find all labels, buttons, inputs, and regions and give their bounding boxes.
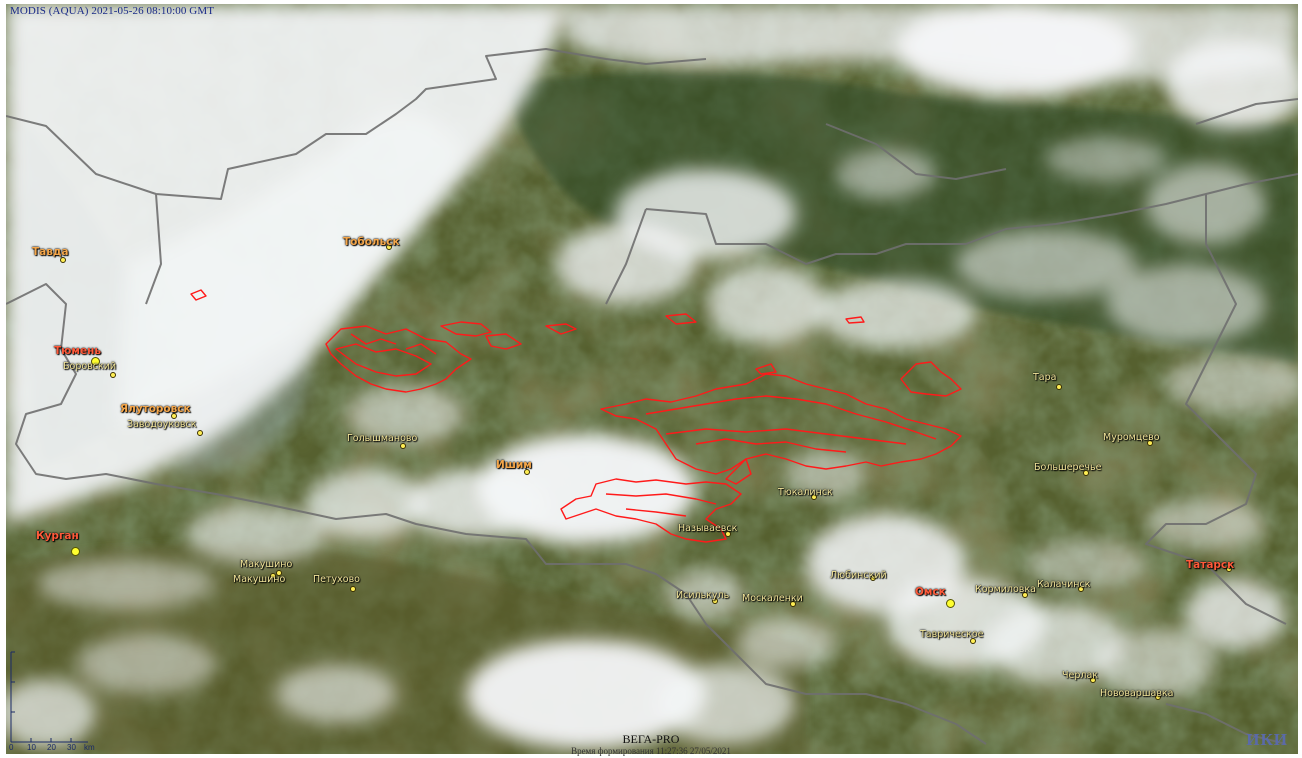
scale-unit: km — [84, 743, 95, 752]
city-marker[interactable] — [725, 531, 731, 537]
city-label: Тара — [1033, 372, 1057, 383]
satellite-imagery-layer[interactable] — [6, 4, 1298, 754]
city-marker[interactable] — [71, 547, 80, 556]
city-label: Татарск — [1186, 559, 1235, 571]
city-label: Нововаршавка — [1100, 688, 1174, 699]
city-label: Любинский — [830, 570, 887, 581]
city-label: Тобольск — [343, 236, 400, 248]
scale-bar: 0 10 20 30 km — [8, 642, 108, 757]
city-label: Петухово — [313, 574, 360, 585]
city-marker[interactable] — [276, 570, 282, 576]
city-marker[interactable] — [197, 430, 203, 436]
city-marker[interactable] — [1090, 677, 1096, 683]
city-marker[interactable] — [524, 469, 530, 475]
city-marker[interactable] — [811, 494, 817, 500]
region-boundaries — [6, 48, 1298, 745]
city-marker[interactable] — [870, 575, 876, 581]
service-title: ВЕГА-PRO — [622, 732, 680, 746]
city-marker[interactable] — [1078, 586, 1084, 592]
city-label: Голышманово — [347, 433, 418, 444]
city-label: Называевск — [678, 523, 738, 534]
city-label: Калачинск — [1037, 579, 1091, 590]
city-marker[interactable] — [790, 601, 796, 607]
fire-outlines — [190, 289, 962, 543]
city-label: Большеречье — [1034, 462, 1102, 473]
city-label: Курган — [36, 530, 79, 542]
city-marker[interactable] — [1147, 440, 1153, 446]
scale-tick-0: 0 — [9, 743, 14, 752]
acquisition-caption: MODIS (AQUA) 2021-05-26 08:10:00 GMT — [10, 5, 215, 17]
city-marker[interactable] — [91, 357, 100, 366]
city-marker[interactable] — [1226, 566, 1232, 572]
scale-bar-graphic — [10, 651, 88, 743]
city-marker[interactable] — [970, 638, 976, 644]
city-label: Черлак — [1062, 670, 1099, 681]
city-label: Боровский — [63, 361, 117, 372]
city-label: Макушино — [240, 559, 293, 570]
city-marker[interactable] — [350, 586, 356, 592]
city-marker[interactable] — [712, 598, 718, 604]
city-marker[interactable] — [400, 443, 406, 449]
city-label: Заводоуковск — [127, 419, 197, 430]
scale-tick-20: 20 — [47, 743, 56, 752]
city-marker[interactable] — [1056, 384, 1062, 390]
city-label: Макушино — [233, 574, 286, 585]
city-label: Омск — [915, 586, 946, 598]
scale-tick-30: 30 — [67, 743, 76, 752]
city-marker[interactable] — [270, 573, 276, 579]
city-marker[interactable] — [110, 372, 116, 378]
city-marker[interactable] — [1083, 470, 1089, 476]
city-label: Исилькуль — [676, 590, 730, 601]
city-marker[interactable] — [171, 413, 177, 419]
city-label: Тюкалинск — [778, 487, 833, 498]
city-label: Ялуторовск — [120, 403, 191, 415]
city-label: Таврическое — [920, 629, 984, 640]
city-label: Тюмень — [54, 345, 101, 357]
city-label: Тавда — [32, 246, 69, 258]
generation-time: Время формирования 11:27:36 27/05/2021 — [571, 746, 731, 756]
city-label: Москаленки — [742, 593, 803, 604]
city-label: Муромцево — [1103, 432, 1160, 443]
satellite-map[interactable] — [6, 4, 1298, 754]
city-marker[interactable] — [386, 244, 392, 250]
scale-tick-10: 10 — [27, 743, 36, 752]
iki-logo: ИКИ — [1246, 730, 1288, 749]
city-marker[interactable] — [946, 599, 955, 608]
cloud-cover — [6, 4, 1298, 749]
city-marker[interactable] — [1022, 592, 1028, 598]
city-marker[interactable] — [60, 257, 66, 263]
city-label: Ишим — [496, 459, 532, 471]
city-label: Кормиловка — [975, 584, 1036, 595]
city-marker[interactable] — [1155, 694, 1161, 700]
